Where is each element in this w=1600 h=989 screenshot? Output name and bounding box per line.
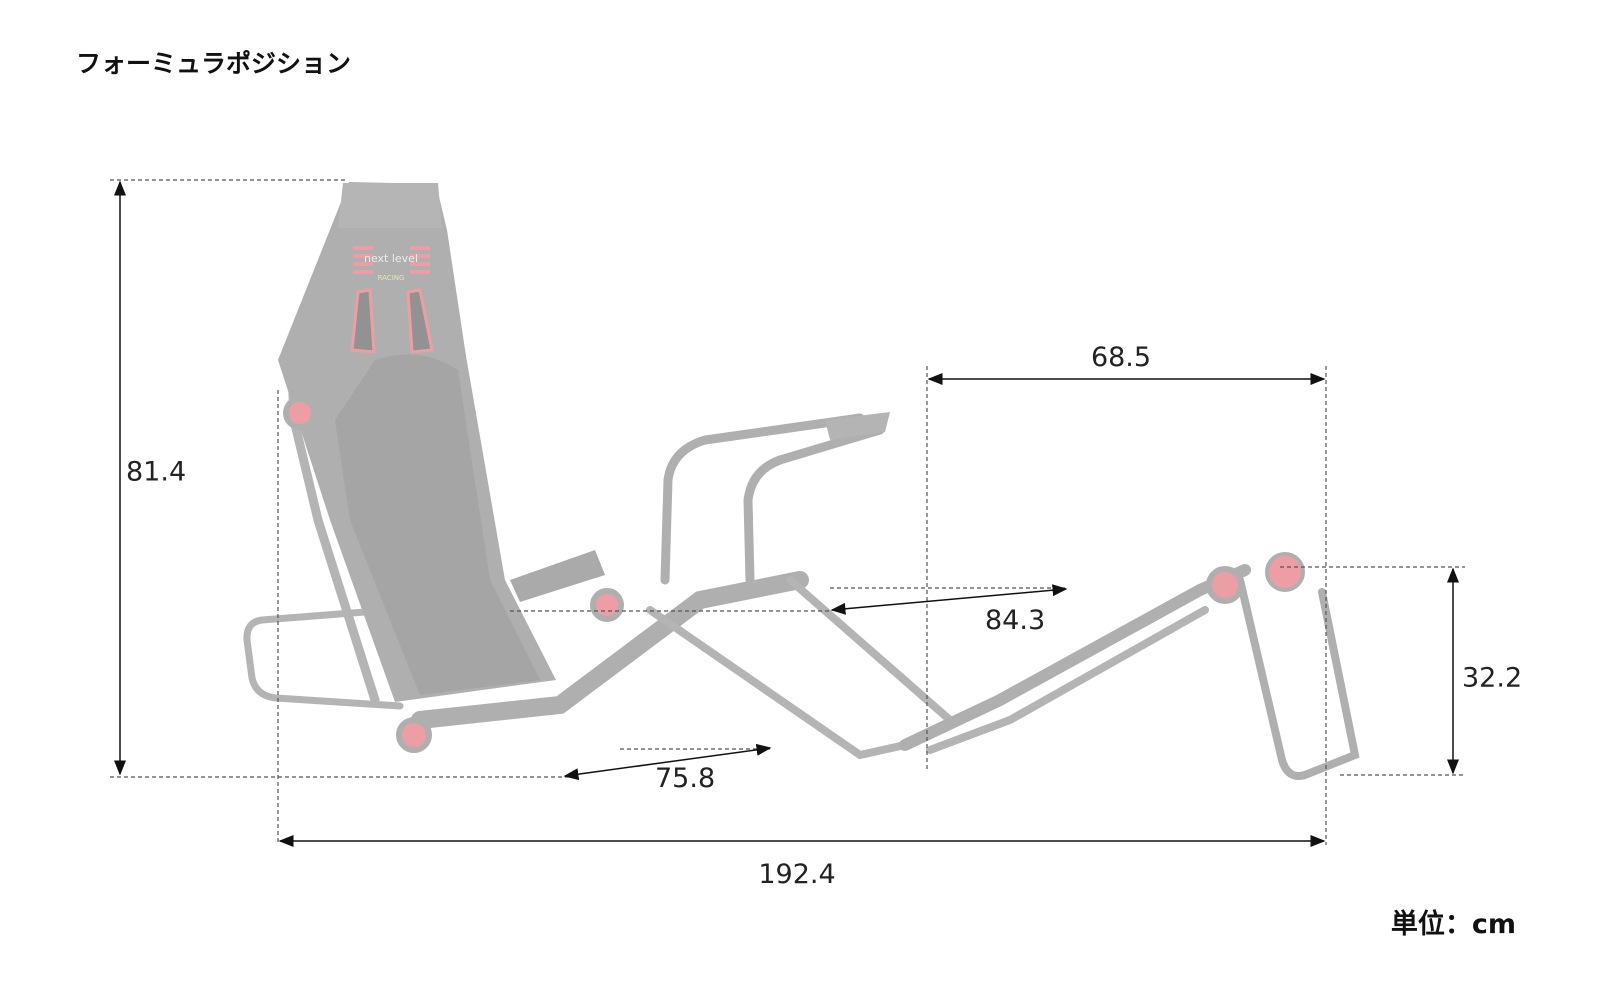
dimension-arrows	[114, 180, 1459, 847]
page-title: フォーミュラポジション	[76, 49, 352, 78]
dimension-reach-label: 84.3	[985, 605, 1046, 636]
seat-back-cushion	[335, 354, 540, 695]
dimension-seat-base-label: 75.8	[655, 763, 716, 794]
seat-base-arrow	[563, 743, 772, 781]
brand-logo-text: next level	[364, 252, 418, 265]
reach-arrow	[830, 584, 1068, 615]
dimension-pedal-height-label: 32.2	[1462, 662, 1523, 694]
unit-label: 単位：cm	[1390, 909, 1516, 940]
front-cross-tube	[646, 606, 909, 760]
brand-logo-subtext: RACING	[378, 274, 405, 282]
wheel-mount-arm	[660, 413, 865, 585]
chassis-tube	[411, 571, 809, 729]
adjustment-knobs	[283, 396, 1305, 753]
wheel-deck	[825, 412, 890, 440]
dimension-wheel-deck-label: 68.5	[1090, 342, 1152, 373]
brand-logo-stripes	[353, 246, 430, 274]
front-brace	[786, 576, 954, 724]
seat-headrest	[338, 183, 442, 228]
pedal-loop	[1236, 576, 1360, 780]
dimension-height-label: 81.4	[126, 456, 187, 488]
pedal-arm-lower	[926, 606, 1209, 754]
harness-slot-right	[406, 288, 434, 354]
pedal-arm	[899, 564, 1251, 751]
dimension-length-label: 192.4	[758, 859, 836, 890]
shifter-plate	[510, 550, 605, 602]
racing-seat-illustration: next level RACING	[243, 182, 1360, 780]
wheel-mount-arm-2	[743, 425, 885, 585]
rear-base-loop	[243, 608, 404, 710]
harness-slot-left	[350, 288, 376, 354]
